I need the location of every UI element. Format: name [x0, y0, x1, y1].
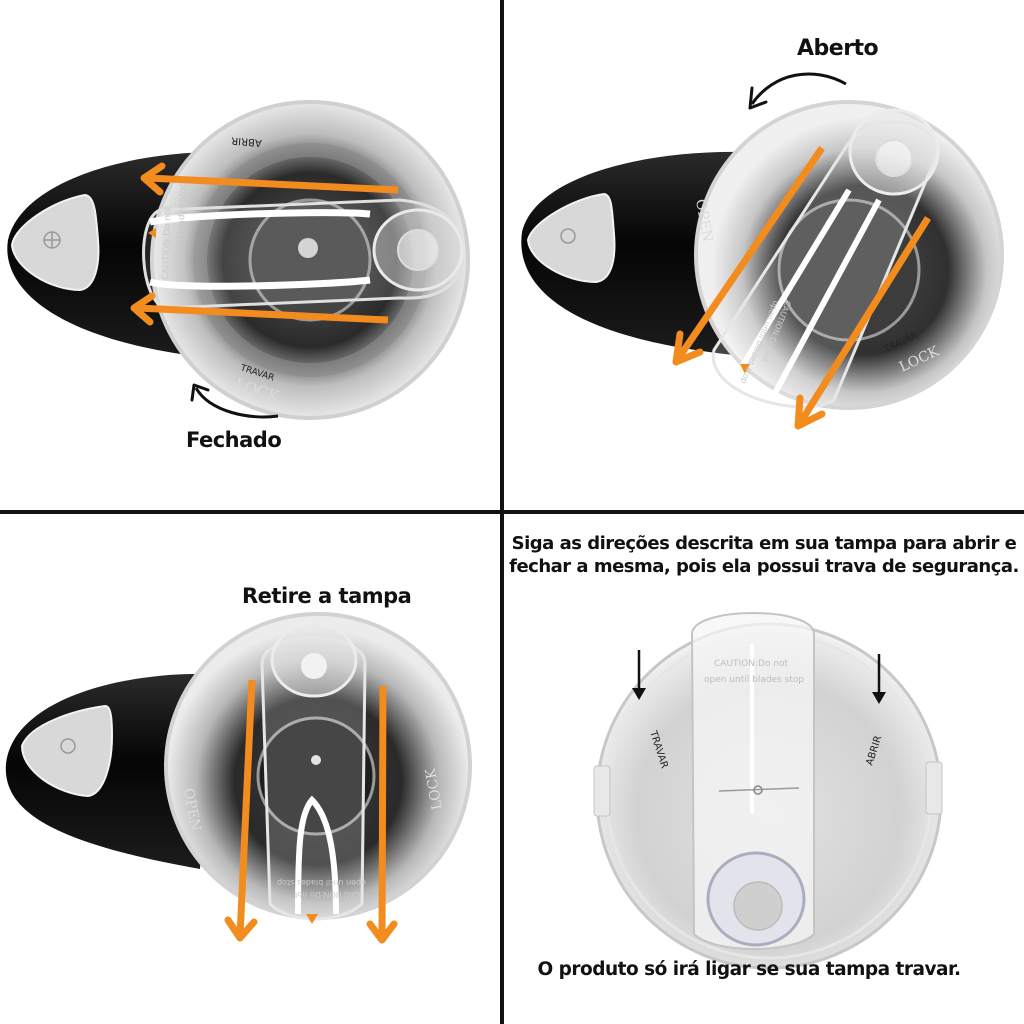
lid-label-lock: LOCK — [423, 766, 446, 811]
power-symbol-icon — [60, 738, 76, 754]
caption-remove-lid: Retire a tampa — [242, 584, 412, 608]
orange-arrow-down-right — [366, 685, 398, 944]
panel-closed: CAUTION:Do not open until blades stop AB… — [0, 0, 500, 510]
lid-tab-right — [925, 761, 943, 815]
curved-arrow-counterclockwise-icon — [748, 72, 847, 110]
power-button-pad — [526, 192, 616, 284]
orange-marker-icon — [740, 364, 750, 374]
caption-instructions: Siga as direções descrita em sua tampa p… — [509, 533, 1019, 577]
orange-marker-icon — [148, 228, 156, 238]
curved-arrow-clockwise-icon — [190, 383, 279, 419]
panel-lid-detail: CAUTION:Do not open until blades stop TR… — [504, 514, 1024, 1024]
power-symbol-icon — [560, 228, 576, 244]
power-button-pad — [10, 193, 100, 292]
lid-caution-text-2: open until blades stop — [175, 181, 188, 282]
pointer-arrow-abrir — [872, 654, 886, 704]
lid-caution-text: CAUTION:Do not — [161, 205, 174, 280]
lid-tab-left — [593, 765, 611, 817]
caption-open: Aberto — [797, 36, 879, 61]
lid-label-open: OPEN — [692, 198, 715, 243]
lid-caution-text-2: open until blades stop — [277, 878, 366, 887]
lid-caution-text-2: open until blades stop — [704, 675, 804, 685]
orange-arrow-down-left-1 — [672, 146, 825, 366]
caption-closed: Fechado — [186, 428, 282, 452]
grid-divider-horizontal — [0, 510, 1024, 514]
open-lid-illustration: OPEN LOCK TRAVAR CAUTION:Do not open unt… — [521, 72, 1004, 430]
lid-label-abrir: ABRIR — [231, 134, 262, 148]
remove-lid-illustration: OPEN LOCK CAUTION:Do not open until blad… — [5, 612, 472, 944]
orange-arrow-left-top — [140, 162, 399, 196]
lid-label-open: OPEN — [180, 787, 203, 832]
pointer-arrow-travar — [632, 650, 646, 700]
panel-remove-lid: OPEN LOCK CAUTION:Do not open until blad… — [0, 514, 500, 1024]
caption-lock-warning: O produto só irá ligar se sua tampa trav… — [537, 959, 961, 980]
orange-marker-icon — [306, 914, 318, 924]
lid-caution-text: CAUTION:Do not — [294, 890, 360, 899]
closed-lid-illustration: CAUTION:Do not open until blades stop AB… — [7, 100, 470, 420]
lid-detail-illustration: CAUTION:Do not open until blades stop TR… — [593, 612, 943, 970]
power-button-pad — [20, 704, 114, 798]
lid-caution-text: CAUTION:Do not — [714, 659, 789, 669]
orange-arrow-down-left-2 — [794, 216, 931, 430]
orange-arrow-left-bottom — [130, 292, 389, 326]
orange-arrow-down-left — [224, 679, 258, 942]
panel-open: OPEN LOCK TRAVAR CAUTION:Do not open unt… — [504, 0, 1024, 510]
